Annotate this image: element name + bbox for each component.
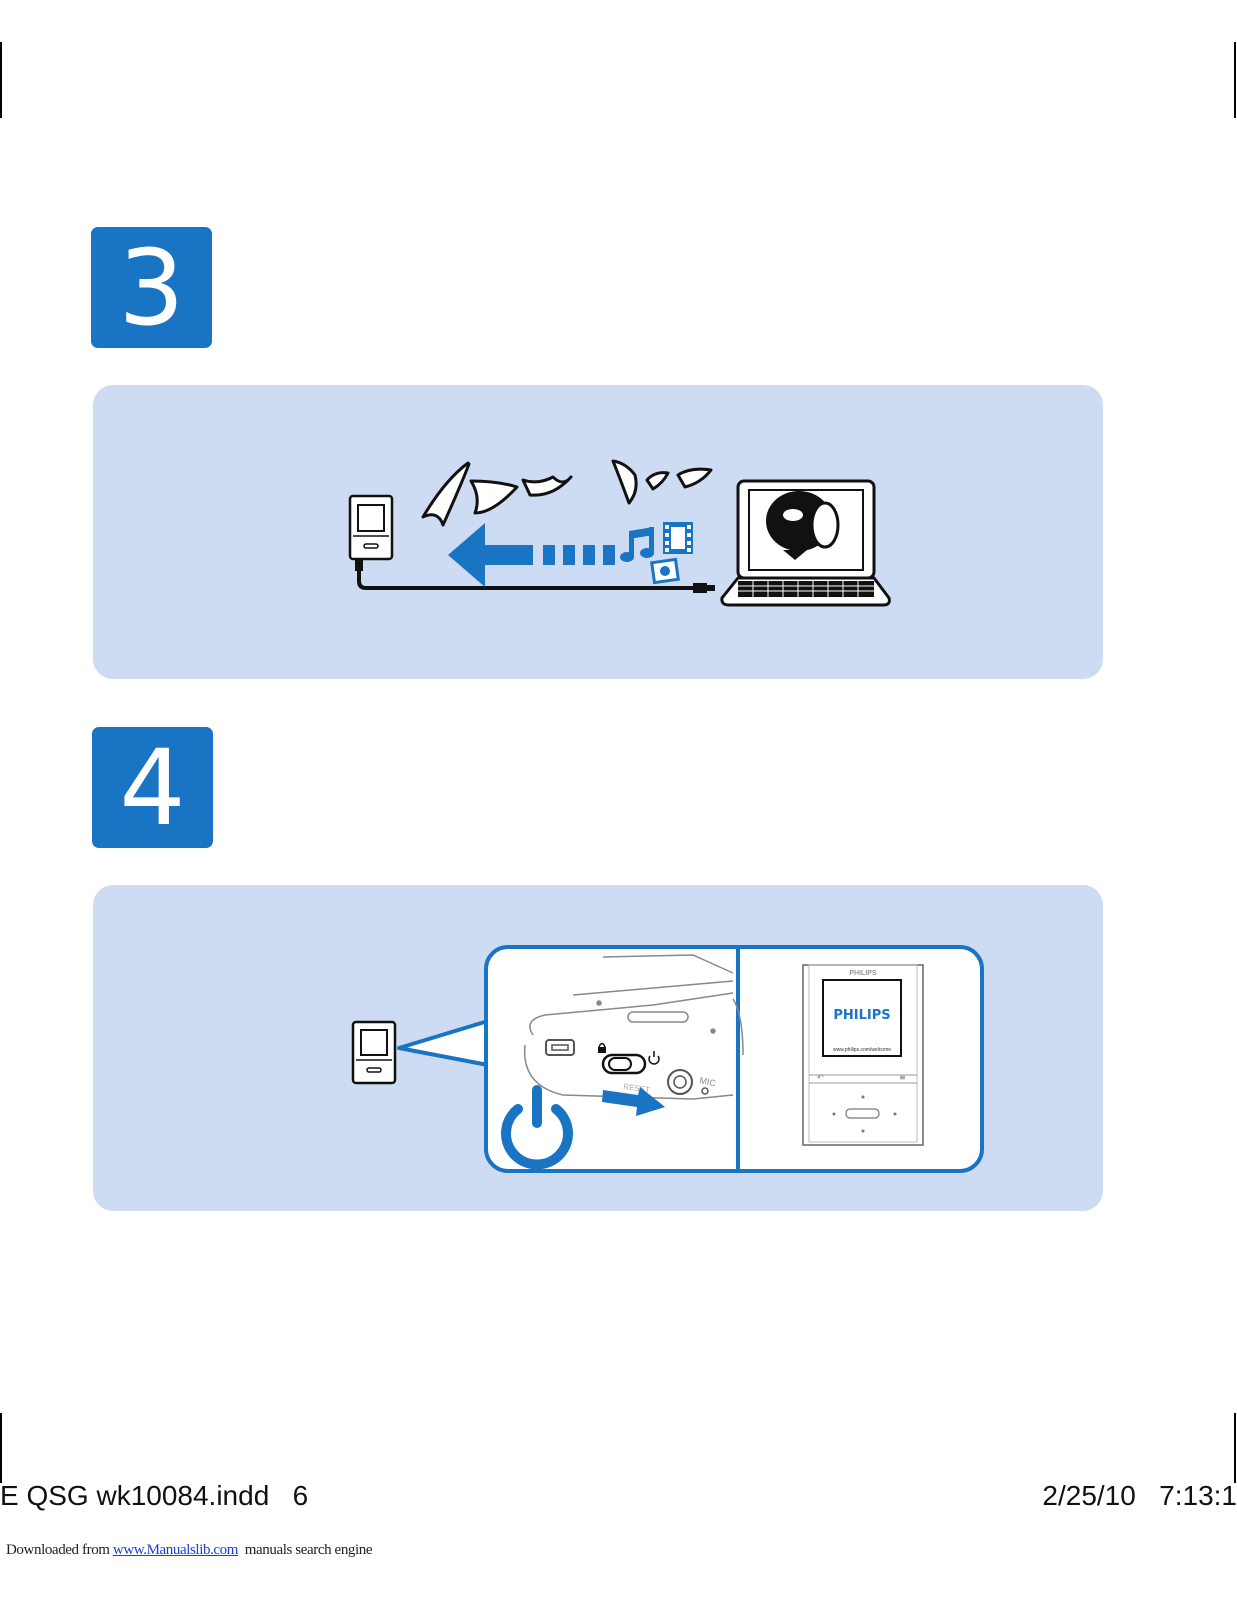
power-small-icon: [648, 1051, 660, 1065]
crop-mark-top-left: [0, 42, 2, 118]
svg-text:↶: ↶: [816, 1073, 824, 1082]
video-film-icon: [663, 522, 693, 554]
flying-files-icon: [421, 459, 713, 527]
svg-text:≡: ≡: [899, 1073, 906, 1082]
crop-mark-bottom-left: [0, 1413, 2, 1483]
transfer-diagram: [348, 459, 891, 607]
mp3-player-icon: [348, 494, 394, 561]
lock-icon: [598, 1042, 606, 1053]
step-3-number: 3: [118, 226, 185, 349]
file-slug-right: 2/25/10 7:13:1: [1042, 1480, 1237, 1511]
laptop-icon: [720, 479, 891, 607]
manualslib-link[interactable]: www.Manualslib.com: [112, 1542, 239, 1558]
picture-icon: [650, 557, 680, 585]
step-4-number: 4: [119, 726, 186, 849]
mic-label: MIC: [699, 1075, 718, 1088]
file-slug-left: E QSG wk10084.indd 6: [0, 1480, 309, 1511]
player-bottom-closeup: [523, 954, 744, 1100]
download-prefix: Downloaded from: [6, 1542, 113, 1558]
step-3-transfer-illustration: [93, 385, 1103, 679]
screen-brand: PHILIPS: [833, 1008, 890, 1023]
download-credit: Downloaded from www.Manualslib.com manua…: [6, 1542, 373, 1559]
slide-arrow-icon: [602, 1087, 665, 1116]
player-front-closeup: ↶ ≡: [802, 964, 924, 1146]
step-3-badge: 3: [91, 227, 212, 348]
player-brand-small: PHILIPS: [849, 970, 877, 977]
crop-mark-bottom-right: [1234, 1413, 1236, 1483]
transfer-arrow-icon: [448, 523, 615, 587]
power-icon: [501, 1085, 573, 1170]
power-on-diagram: RESET MIC ↶ ≡ PHILIPS PHILIPS www.ph: [351, 945, 984, 1173]
crop-mark-top-right: [1234, 42, 1236, 118]
step-4-badge: 4: [92, 727, 213, 848]
step-4-power-on-illustration: RESET MIC ↶ ≡ PHILIPS PHILIPS www.ph: [93, 885, 1103, 1211]
screen-url: www.philips.com/welcome: [833, 1047, 891, 1053]
music-note-icon: [620, 527, 654, 562]
download-suffix: manuals search engine: [238, 1542, 373, 1558]
mp3-player-icon: [351, 1020, 397, 1085]
